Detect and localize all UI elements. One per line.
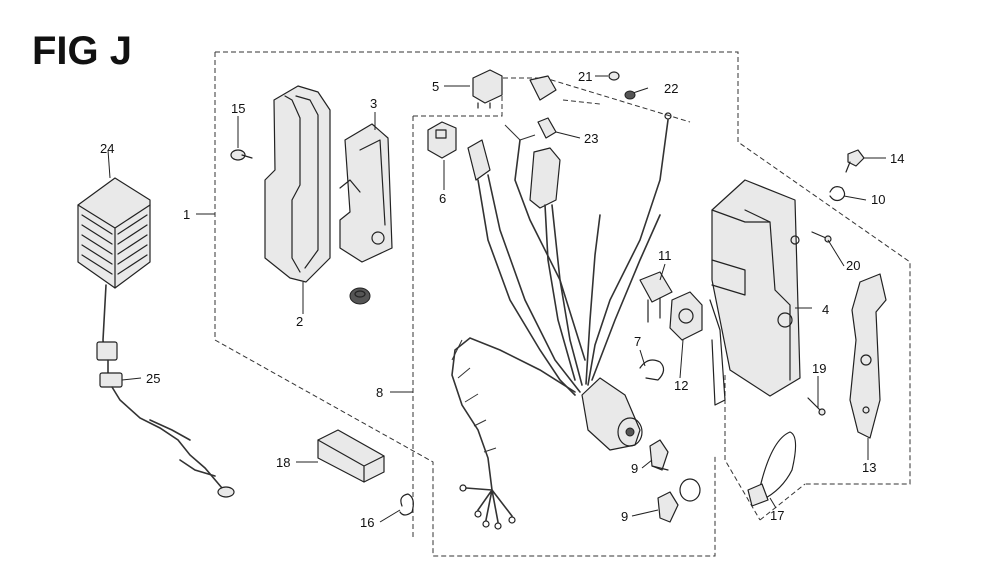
callout-16: 16 xyxy=(360,515,374,530)
callout-22: 22 xyxy=(664,81,678,96)
part-5-relay xyxy=(472,69,503,109)
callout-25: 25 xyxy=(146,371,160,386)
callout-8: 8 xyxy=(376,385,383,400)
callout-21: 21 xyxy=(578,69,592,84)
callout-7: 7 xyxy=(634,334,641,349)
callout-5: 5 xyxy=(432,79,439,94)
callout-11: 11 xyxy=(658,248,672,263)
solenoid xyxy=(581,377,643,451)
part-9-clip xyxy=(649,439,701,523)
part-23-fuse-holder xyxy=(467,75,561,209)
assembly-outline xyxy=(214,51,911,557)
part-15-screw xyxy=(230,149,253,161)
callout-13: 13 xyxy=(862,460,876,475)
part-19-bolt xyxy=(807,397,826,416)
callout-20: 20 xyxy=(846,258,860,273)
callout-18: 18 xyxy=(276,455,290,470)
part-21-nut xyxy=(608,71,620,81)
callout-24: 24 xyxy=(100,141,114,156)
part-2-cover xyxy=(264,85,331,283)
callout-2: 2 xyxy=(296,314,303,329)
part-17-cable-tie xyxy=(747,431,797,507)
callout-19: 19 xyxy=(812,361,826,376)
part-16-clip xyxy=(399,493,414,516)
part-11-switch xyxy=(639,271,673,323)
callout-9a: 9 xyxy=(631,461,638,476)
part-18-fuse-box xyxy=(317,429,385,483)
callout-23: 23 xyxy=(584,131,598,146)
grommet xyxy=(349,287,371,305)
part-8-wire-harness xyxy=(451,112,672,530)
figure-title: FIG J xyxy=(32,29,132,73)
part-22-washer xyxy=(624,90,636,100)
part-25-plug-harness xyxy=(99,372,235,498)
part-13-plate xyxy=(849,273,887,439)
callout-14: 14 xyxy=(890,151,904,166)
part-3-bracket xyxy=(339,123,393,263)
part-14-bolt xyxy=(845,149,865,173)
callout-17: 17 xyxy=(770,508,784,523)
part-4-control-box xyxy=(709,179,801,406)
part-6-connector xyxy=(427,121,457,159)
callout-12: 12 xyxy=(674,378,688,393)
callout-4: 4 xyxy=(822,302,829,317)
callout-6: 6 xyxy=(439,191,446,206)
part-12-ignition-switch xyxy=(669,291,703,341)
callout-9b: 9 xyxy=(621,509,628,524)
part-10-grommet xyxy=(829,186,846,202)
callout-15: 15 xyxy=(231,101,245,116)
part-24-regulator xyxy=(77,177,151,381)
callout-labels: 1 2 3 4 5 6 7 8 9 9 10 11 12 13 14 15 16… xyxy=(100,69,904,530)
callout-3: 3 xyxy=(370,96,377,111)
part-20-bolt xyxy=(811,231,832,243)
callout-1: 1 xyxy=(183,207,190,222)
callout-10: 10 xyxy=(871,192,885,207)
part-7-clamp xyxy=(639,359,665,381)
